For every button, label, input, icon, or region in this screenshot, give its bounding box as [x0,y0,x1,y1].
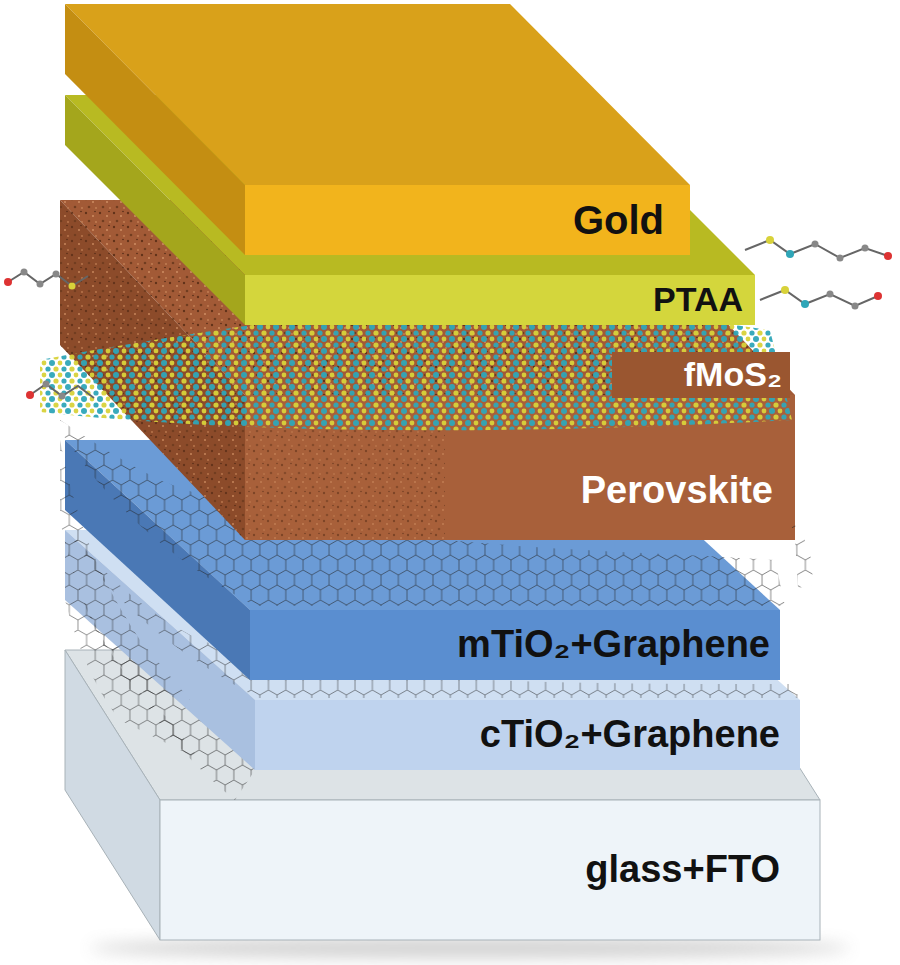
mtio2-layer: mTiO₂+Graphene [250,610,780,680]
glass-layer: glass+FTO [160,800,820,940]
layer-label: glass+FTO [585,849,780,891]
layer-label: mTiO₂+Graphene [457,624,770,666]
mos2-layer: fMoS₂ [612,352,790,398]
layer-label: PTAA [653,281,743,318]
perovskite-layer: Perovskite [245,395,795,540]
ptaa-layer: PTAA [245,275,755,325]
gold-layer: Gold [245,185,690,255]
ctio2-layer: cTiO₂+Graphene [255,700,800,770]
layer-label: fMoS₂ [684,356,782,393]
layer-label: Gold [573,198,664,242]
layer-label: Perovskite [581,470,773,512]
layer-label: cTiO₂+Graphene [480,714,780,756]
